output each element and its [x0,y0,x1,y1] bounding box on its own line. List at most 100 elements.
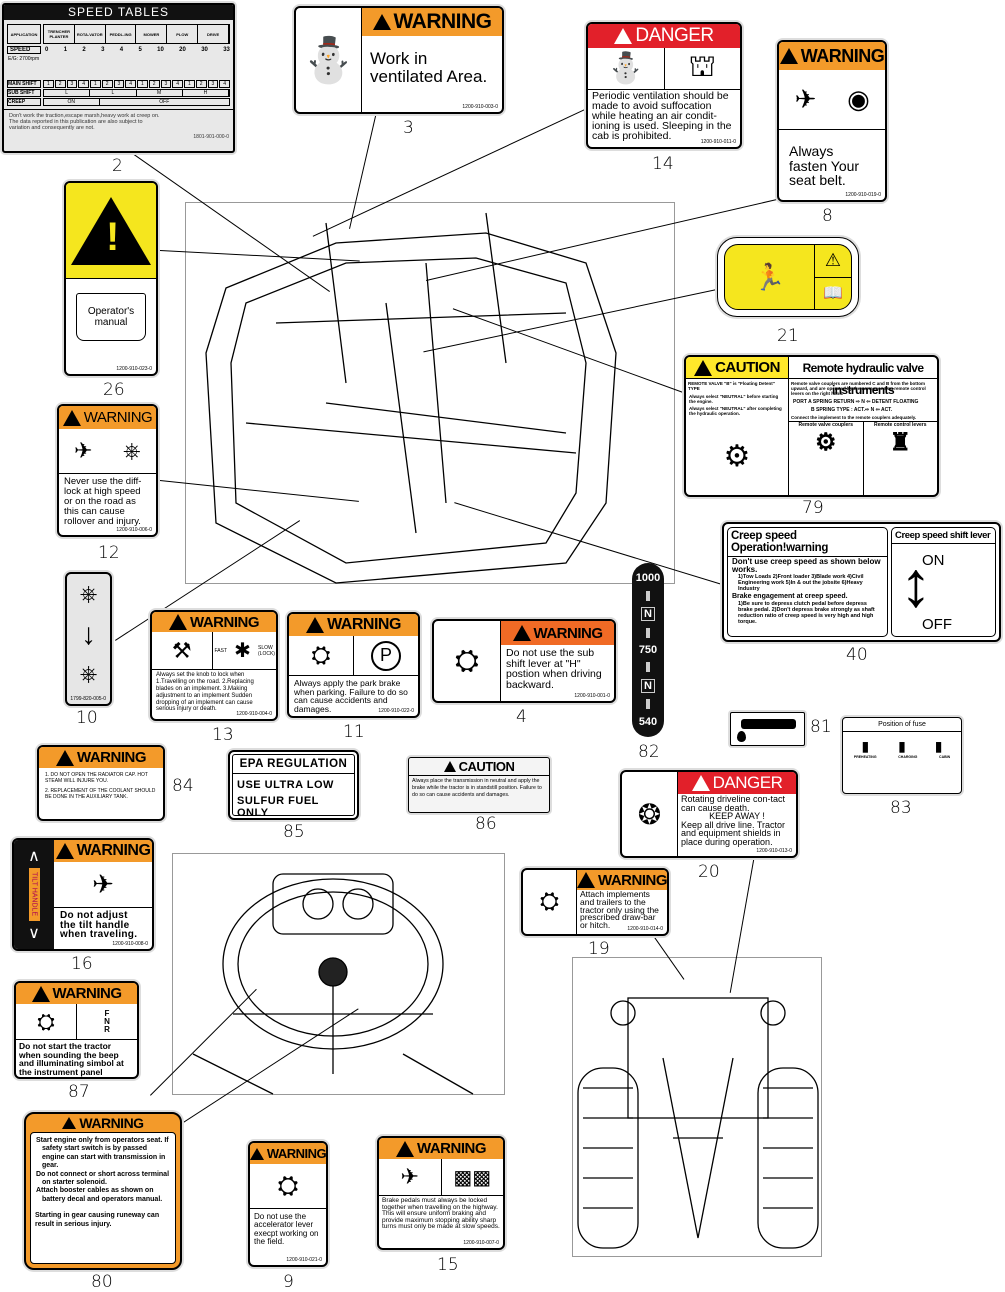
person-smoke-icon: ⛄ [588,48,665,89]
callout-9: 9 [283,1272,294,1292]
callout-13: 13 [212,725,234,745]
start-item-1: Start engine only from operators seat. I… [36,1137,169,1170]
part-number: 1200-910-019-0 [845,192,881,198]
main-shift-label: MAIN SHIFT [7,80,41,88]
caution-header: CAUTION [409,758,549,776]
fast-label: FAST [214,647,228,654]
manual-icon: 📖 [823,285,843,303]
callout-26: 26 [103,380,125,400]
creep-lever-title: Creep speed shift lever [892,528,995,544]
callout-79: 79 [802,498,824,518]
decal-81-oil-can [730,712,805,746]
radiator-item-2: 2. REPLACEMENT OF THE COOLANT SHOULD BE … [45,788,156,800]
callout-81: 81 [810,717,832,737]
part-number: 1200-910-011-0 [700,139,736,145]
callout-10: 10 [76,708,98,728]
sub-shift-cell: M [137,90,183,96]
tilt-handle-strip: ∧ TILT HANDLE ∨ [14,840,54,949]
pto-1000: 1000 [635,572,661,585]
caution-item: Always select "NEUTRAL" before starting … [689,394,779,404]
fuse-title: Position of fuse [843,718,961,732]
speed-tick: 10 [157,47,164,53]
diff-unlocked-icon: ⎈ [79,581,98,606]
person-smoke-icon: ⛄ [296,8,362,112]
part-number: 1200-910-003-0 [462,104,498,110]
warning-header: WARNING [152,612,276,632]
fuse-icon: ▮ [861,738,870,754]
decal-26-operators-manual: ! Operator's manual 1200-910-023-0 [64,181,158,376]
decal-40-creep-speed: Creep speed Operation!warning Don't use … [722,522,1001,642]
crush-hazard-icon: ⚒ [152,632,213,669]
decal-87-beep-start: WARNING ⛭ F N R Do not start the tractor… [14,981,139,1079]
callout-20: 20 [698,862,720,882]
tractor-rollover-icon: ✈ [54,862,152,908]
decal-text: Do not use the accelerator lever execpt … [254,1212,319,1247]
decal-10-diff-lock-indicator: ⎈ ↓ ⎈ 1799-820-005-0 [65,572,112,706]
callout-3: 3 [403,118,414,138]
callout-82: 82 [638,742,660,762]
connect-text: Connect the implement to the remote coup… [789,414,937,422]
main-shift-cell: 1 [43,80,54,88]
rpm-label: E/G: 2700rpm [8,56,40,62]
decal-20-driveline-danger: ❂ DANGER Rotating driveline con-tact can… [620,770,798,858]
pto-neutral: N [641,678,655,693]
creep-label: CREEP [7,98,41,106]
warning-header: WARNING [250,1143,326,1164]
updown-arrow-icon: ↕ [900,548,932,620]
speed-tick: 20 [179,47,186,53]
oil-can-icon [741,719,796,729]
decal-15-brake-pedals: WARNING ✈ ▩▩ Brake pedals must always be… [377,1136,505,1250]
tractor-rollover-icon: ✈ [379,1159,442,1195]
creep-list-1: 1)Tow Loads 2)Front loader 3)Blade work … [738,574,864,593]
part-number: 1200-910-014-0 [627,926,663,932]
callout-83: 83 [890,798,912,818]
decal-86-caution-transmission: CAUTION Always place the transmission in… [408,757,550,813]
main-shift-cell: 4 [219,80,230,88]
part-number: 1801-901-000-0 [193,134,229,140]
valve-type-title: REMOTE VALVE "B" is "Floating Detent" TY… [688,381,775,391]
warning-triangle-icon: ! [66,183,156,279]
main-shift-cell: 2 [54,80,66,88]
speed-tick: 30 [201,47,208,53]
speed-tick: 1 [63,47,68,53]
decal-85-epa-regulation: EPA REGULATION USE ULTRA LOW SULFUR FUEL… [228,750,359,820]
decal-9-accelerator: WARNING ⛭ Do not use the accelerator lev… [248,1141,328,1267]
callout-21: 21 [777,326,799,346]
application-column: PLOW [167,25,199,43]
seat-levers-icon: ♜ [889,429,911,456]
application-column: ROTA-VATOR [75,25,106,43]
decal-79-remote-hydraulic: CAUTION REMOTE VALVE "B" is "Floating De… [684,355,939,497]
decal-4-sub-shift: ⛭ WARNING Do not use the sub shift lever… [432,619,616,703]
fnr-r: R [104,1024,110,1034]
part-number: 1200-910-008-0 [112,941,148,947]
callout-4: 4 [516,707,527,727]
valve-lever-illustration: ⚙ [723,439,751,473]
callout-14: 14 [652,154,674,174]
book-text: Operator's manual [87,306,135,328]
creep-list-2: 1)Be sure to depress clutch pedal before… [738,601,875,626]
part-number: 1200-910-006-0 [116,527,152,533]
park-brake-icon: P [354,636,418,675]
epa-title: EPA REGULATION [233,755,354,774]
creep-bullet-1: Don't use creep speed as shown below wor… [732,557,881,574]
epa-line-2: SULFUR FUEL ONLY [237,795,319,819]
decal-19-drawbar: ⛭ WARNING Attach implements and trailers… [521,868,669,936]
callout-16: 16 [71,954,93,974]
main-shift-cell: 4 [172,80,183,88]
tilt-handle-label: TILT HANDLE [28,868,40,921]
rear-tractor-drawing [572,957,822,1257]
creep-on: ON [44,99,100,105]
main-shift-cell: 3 [66,80,78,88]
decal-3-ventilated: ⛄ WARNING Work in ventilated Area. 1200-… [294,6,504,114]
warning-header: WARNING [39,747,163,768]
main-shift-cell: 3 [207,80,219,88]
decal-text: Do not adjust the tilt handle when trave… [60,910,138,940]
caution-item: Always select "NEUTRAL" after completing… [689,406,782,416]
steering-up-icon: ∧ [28,848,40,865]
part-number: 1200-910-013-0 [756,848,792,854]
remote-couplers-label: Remote valve couplers [798,422,853,428]
decal-text: Rotating driveline con-tact can cause de… [681,794,786,813]
decal-text: Periodic ventilation should be made to a… [592,90,732,142]
decal-text: Always apply the park brake when parking… [294,678,408,714]
